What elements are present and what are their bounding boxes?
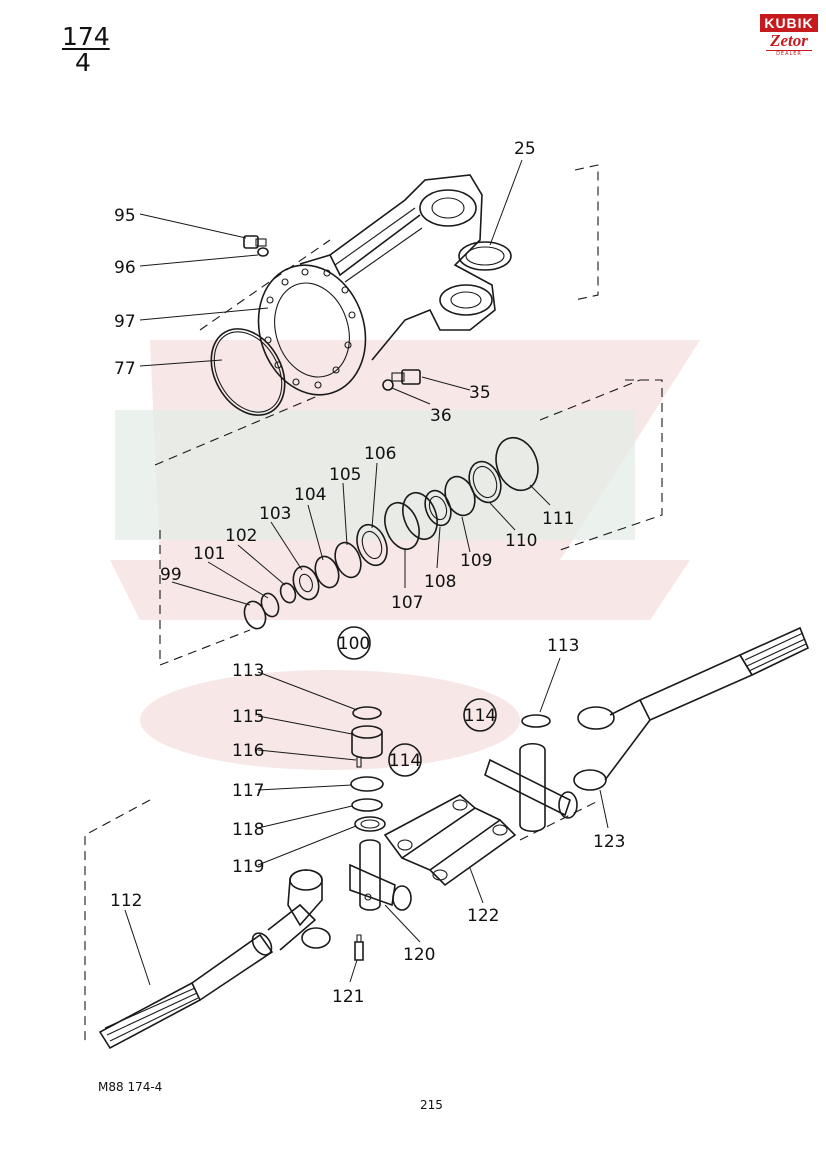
part-108-bearing [424, 489, 452, 527]
part-116-needle [356, 756, 362, 768]
group-marker-100: 100 [337, 626, 371, 660]
group-marker-114-left: 114 [388, 743, 422, 777]
callout-118: 118 [232, 820, 264, 840]
axle-housing [257, 174, 496, 396]
part-118-ring [351, 798, 383, 812]
part-119-seal [354, 816, 386, 832]
part-113-circlip-left [352, 706, 382, 720]
callout-96: 96 [114, 258, 136, 278]
part-121-grease-nipple [354, 934, 364, 961]
part-36-washer [382, 379, 394, 391]
logo-zetor-text: Zetor [770, 31, 808, 50]
callout-35: 35 [469, 383, 491, 403]
callout-106: 106 [364, 444, 396, 464]
group-sheet-number: 174 4 [62, 22, 110, 77]
part-110-seal [468, 460, 502, 504]
part-106-bearing [356, 523, 388, 567]
callout-119: 119 [232, 857, 264, 877]
callout-113-right: 113 [547, 636, 579, 656]
callout-36: 36 [430, 406, 452, 426]
part-107-bushing [384, 491, 438, 551]
callout-122: 122 [467, 906, 499, 926]
callout-97: 97 [114, 312, 136, 332]
callout-121: 121 [332, 987, 364, 1007]
page-number: 215 [420, 1098, 443, 1112]
callout-112: 112 [110, 891, 142, 911]
callout-25: 25 [514, 139, 536, 159]
group-marker-114-right: 114 [463, 698, 497, 732]
callout-107: 107 [391, 593, 423, 613]
part-95-bolt [243, 235, 267, 249]
callout-labels: 25 95 96 97 77 35 36 106 105 104 103 102… [110, 139, 625, 1007]
part-105-ring [334, 541, 362, 579]
leader-lines [124, 159, 609, 986]
callout-123: 123 [593, 832, 625, 852]
part-120-spider [349, 839, 412, 911]
part-104-shim [314, 555, 340, 589]
part-112-shaft [98, 869, 331, 1050]
callout-111: 111 [542, 509, 574, 529]
callout-114-left: 114 [389, 751, 421, 771]
callout-114-right: 114 [464, 706, 496, 726]
assembly-lines [84, 164, 663, 1045]
callout-101: 101 [193, 544, 225, 564]
callout-116: 116 [232, 741, 264, 761]
callout-103: 103 [259, 504, 291, 524]
callout-99: 99 [160, 565, 182, 585]
callout-104: 104 [294, 485, 326, 505]
group-number: 174 [62, 22, 110, 51]
part-117-ring [350, 776, 384, 792]
sheet-number: 4 [75, 48, 91, 77]
part-101-ring [260, 592, 280, 618]
part-35-bolt [391, 369, 421, 385]
part-113-circlip-right [521, 714, 551, 728]
part-25-seal [458, 241, 512, 271]
callout-117: 117 [232, 781, 264, 801]
callout-115: 115 [232, 707, 264, 727]
part-114-spider-right [484, 742, 578, 833]
callout-120: 120 [403, 945, 435, 965]
watermark [110, 340, 700, 770]
callout-100: 100 [338, 634, 370, 654]
part-111-circlip [495, 436, 539, 492]
logo-kubik-text: KUBIK [760, 14, 818, 32]
callout-95: 95 [114, 206, 136, 226]
callout-77: 77 [114, 359, 136, 379]
callout-110: 110 [505, 531, 537, 551]
part-115-bearing-cup [351, 725, 383, 759]
part-123-shaft [573, 626, 810, 791]
logo-dealer-text: DEALER [766, 50, 812, 57]
part-77-o-ring [210, 328, 286, 416]
callout-108: 108 [424, 572, 456, 592]
part-102-nut [279, 582, 297, 604]
callout-113-left: 113 [232, 661, 264, 681]
callout-105: 105 [329, 465, 361, 485]
drawing-code: M88 174-4 [98, 1080, 163, 1094]
part-122-center-housing [383, 794, 517, 887]
part-96-washer [257, 247, 269, 257]
callout-109: 109 [460, 551, 492, 571]
kubik-zetor-logo: KUBIK Zetor DEALER [760, 14, 818, 60]
callout-102: 102 [225, 526, 257, 546]
